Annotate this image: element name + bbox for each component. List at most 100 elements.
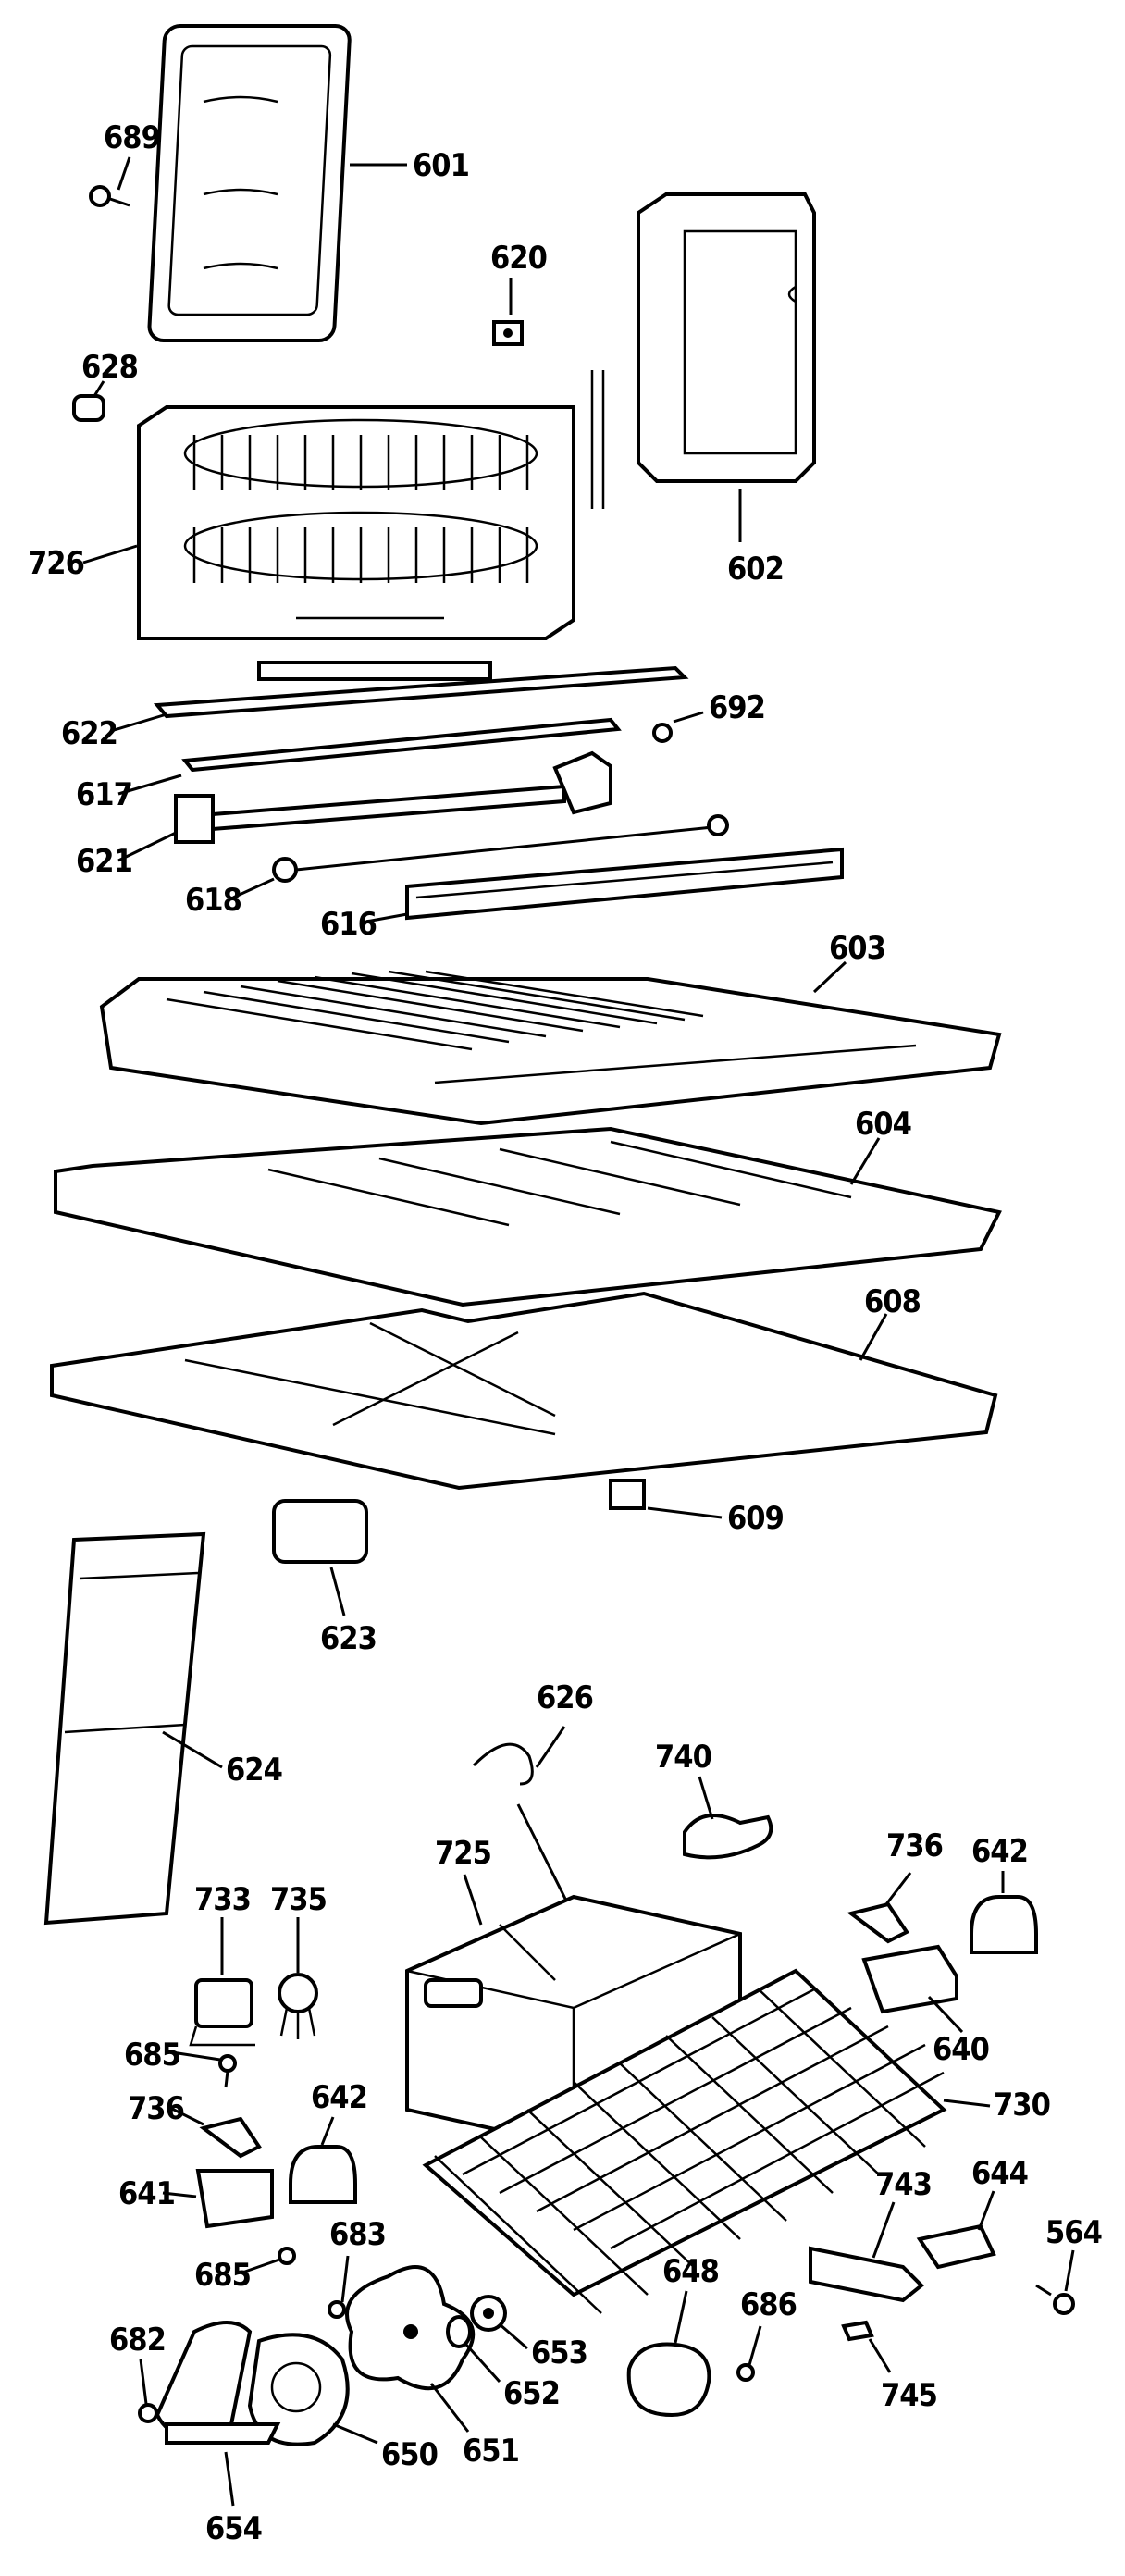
label-621: 621 [76,843,132,880]
leader-641 [162,2191,197,2198]
part-604-shelf-frame [54,1126,1002,1307]
label-648: 648 [662,2253,719,2290]
part-735-overload [278,1973,318,2039]
leader-736-upper [884,1872,912,1905]
leader-621 [117,831,177,862]
leader-622 [110,712,167,733]
label-564: 564 [1045,2214,1102,2251]
leader-623 [329,1567,346,1616]
part-616-drain-trough [405,847,844,921]
part-644-bracket [916,2223,996,2270]
label-602: 602 [727,551,784,588]
leader-730 [943,2099,991,2108]
label-642-upper: 642 [971,1833,1028,1870]
part-692-screw [652,723,673,743]
part-601-freezer-door-panel [147,24,352,342]
label-608: 608 [864,1283,921,1320]
label-730: 730 [994,2087,1050,2124]
leader-685-lower [241,2258,280,2274]
label-650: 650 [381,2436,438,2473]
label-689: 689 [104,119,160,156]
part-726-evaporator-coil [137,370,605,640]
leader-736-lower [169,2106,204,2126]
label-628: 628 [81,349,138,386]
leader-654 [224,2451,235,2507]
part-624-duct-panel [43,1531,206,1926]
part-730-condenser-coil [422,1968,947,2314]
label-726: 726 [28,545,84,582]
part-620-clip [492,320,524,346]
leader-564 [1064,2249,1075,2292]
leader-618 [232,877,275,899]
part-642-relay-cover-upper [970,1895,1038,1954]
part-736-bracket-lower [199,2116,262,2159]
leader-609 [647,1506,723,1519]
label-620: 620 [490,240,547,277]
part-640-bracket [861,1944,958,2014]
leader-725 [463,1874,483,1926]
part-682-screw [138,2403,158,2423]
leader-604 [849,1137,881,1185]
leader-653 [499,2322,528,2350]
label-652: 652 [503,2375,560,2412]
leader-642-lower [320,2116,335,2146]
label-740: 740 [655,1739,711,1776]
label-644: 644 [971,2155,1028,2192]
leader-689 [117,156,131,191]
label-603: 603 [829,930,885,967]
part-603-freezer-shelf [99,970,1002,1126]
label-743: 743 [875,2166,932,2203]
part-617-rail [181,717,622,773]
part-736-bracket-upper [847,1901,909,1944]
leader-743 [872,2201,896,2259]
label-622: 622 [61,715,117,752]
leader-608 [859,1313,888,1361]
leader-644 [977,2190,995,2231]
part-623-pad [272,1499,368,1564]
label-686: 686 [740,2286,797,2323]
part-743-bracket [809,2246,924,2303]
label-736-lower: 736 [128,2090,184,2127]
leader-652 [464,2343,501,2384]
label-692: 692 [709,689,765,726]
label-653: 653 [531,2334,587,2372]
part-621-heater-bracket [174,750,612,844]
label-685-upper: 685 [124,2037,180,2074]
label-624: 624 [226,1752,282,1789]
label-609: 609 [727,1500,784,1537]
label-641: 641 [118,2175,175,2212]
part-626-wire-harness [472,1742,575,1916]
label-682: 682 [109,2322,166,2359]
label-735: 735 [270,1881,327,1918]
part-654-motor-bracket [155,2321,281,2445]
part-618-defrost-heater [272,814,729,883]
label-623: 623 [320,1620,377,1657]
label-683: 683 [329,2216,386,2253]
leader-626 [535,1726,566,1768]
label-725: 725 [435,1835,491,1872]
label-733: 733 [194,1881,251,1918]
label-604: 604 [855,1106,911,1143]
leader-648 [674,2290,688,2344]
leader-726 [82,544,138,564]
part-642-relay-cover-lower [289,2145,357,2204]
leader-651 [429,2383,470,2433]
part-651-fan-blade [345,2265,476,2391]
leader-686 [748,2325,762,2366]
label-651: 651 [463,2433,519,2470]
part-689-screw [89,185,130,207]
label-601: 601 [413,147,469,184]
part-733-relay [189,1978,255,2047]
label-685-lower: 685 [194,2257,251,2294]
label-640: 640 [933,2031,989,2068]
leader-650 [332,2422,378,2445]
leader-617 [117,774,182,796]
label-616: 616 [320,906,377,943]
leader-745 [868,2338,892,2373]
leader-640 [927,1995,964,2034]
label-736-upper: 736 [886,1827,943,1864]
part-628-grommet [72,394,105,422]
part-683-screw [328,2300,346,2319]
part-653-nut [470,2295,507,2332]
